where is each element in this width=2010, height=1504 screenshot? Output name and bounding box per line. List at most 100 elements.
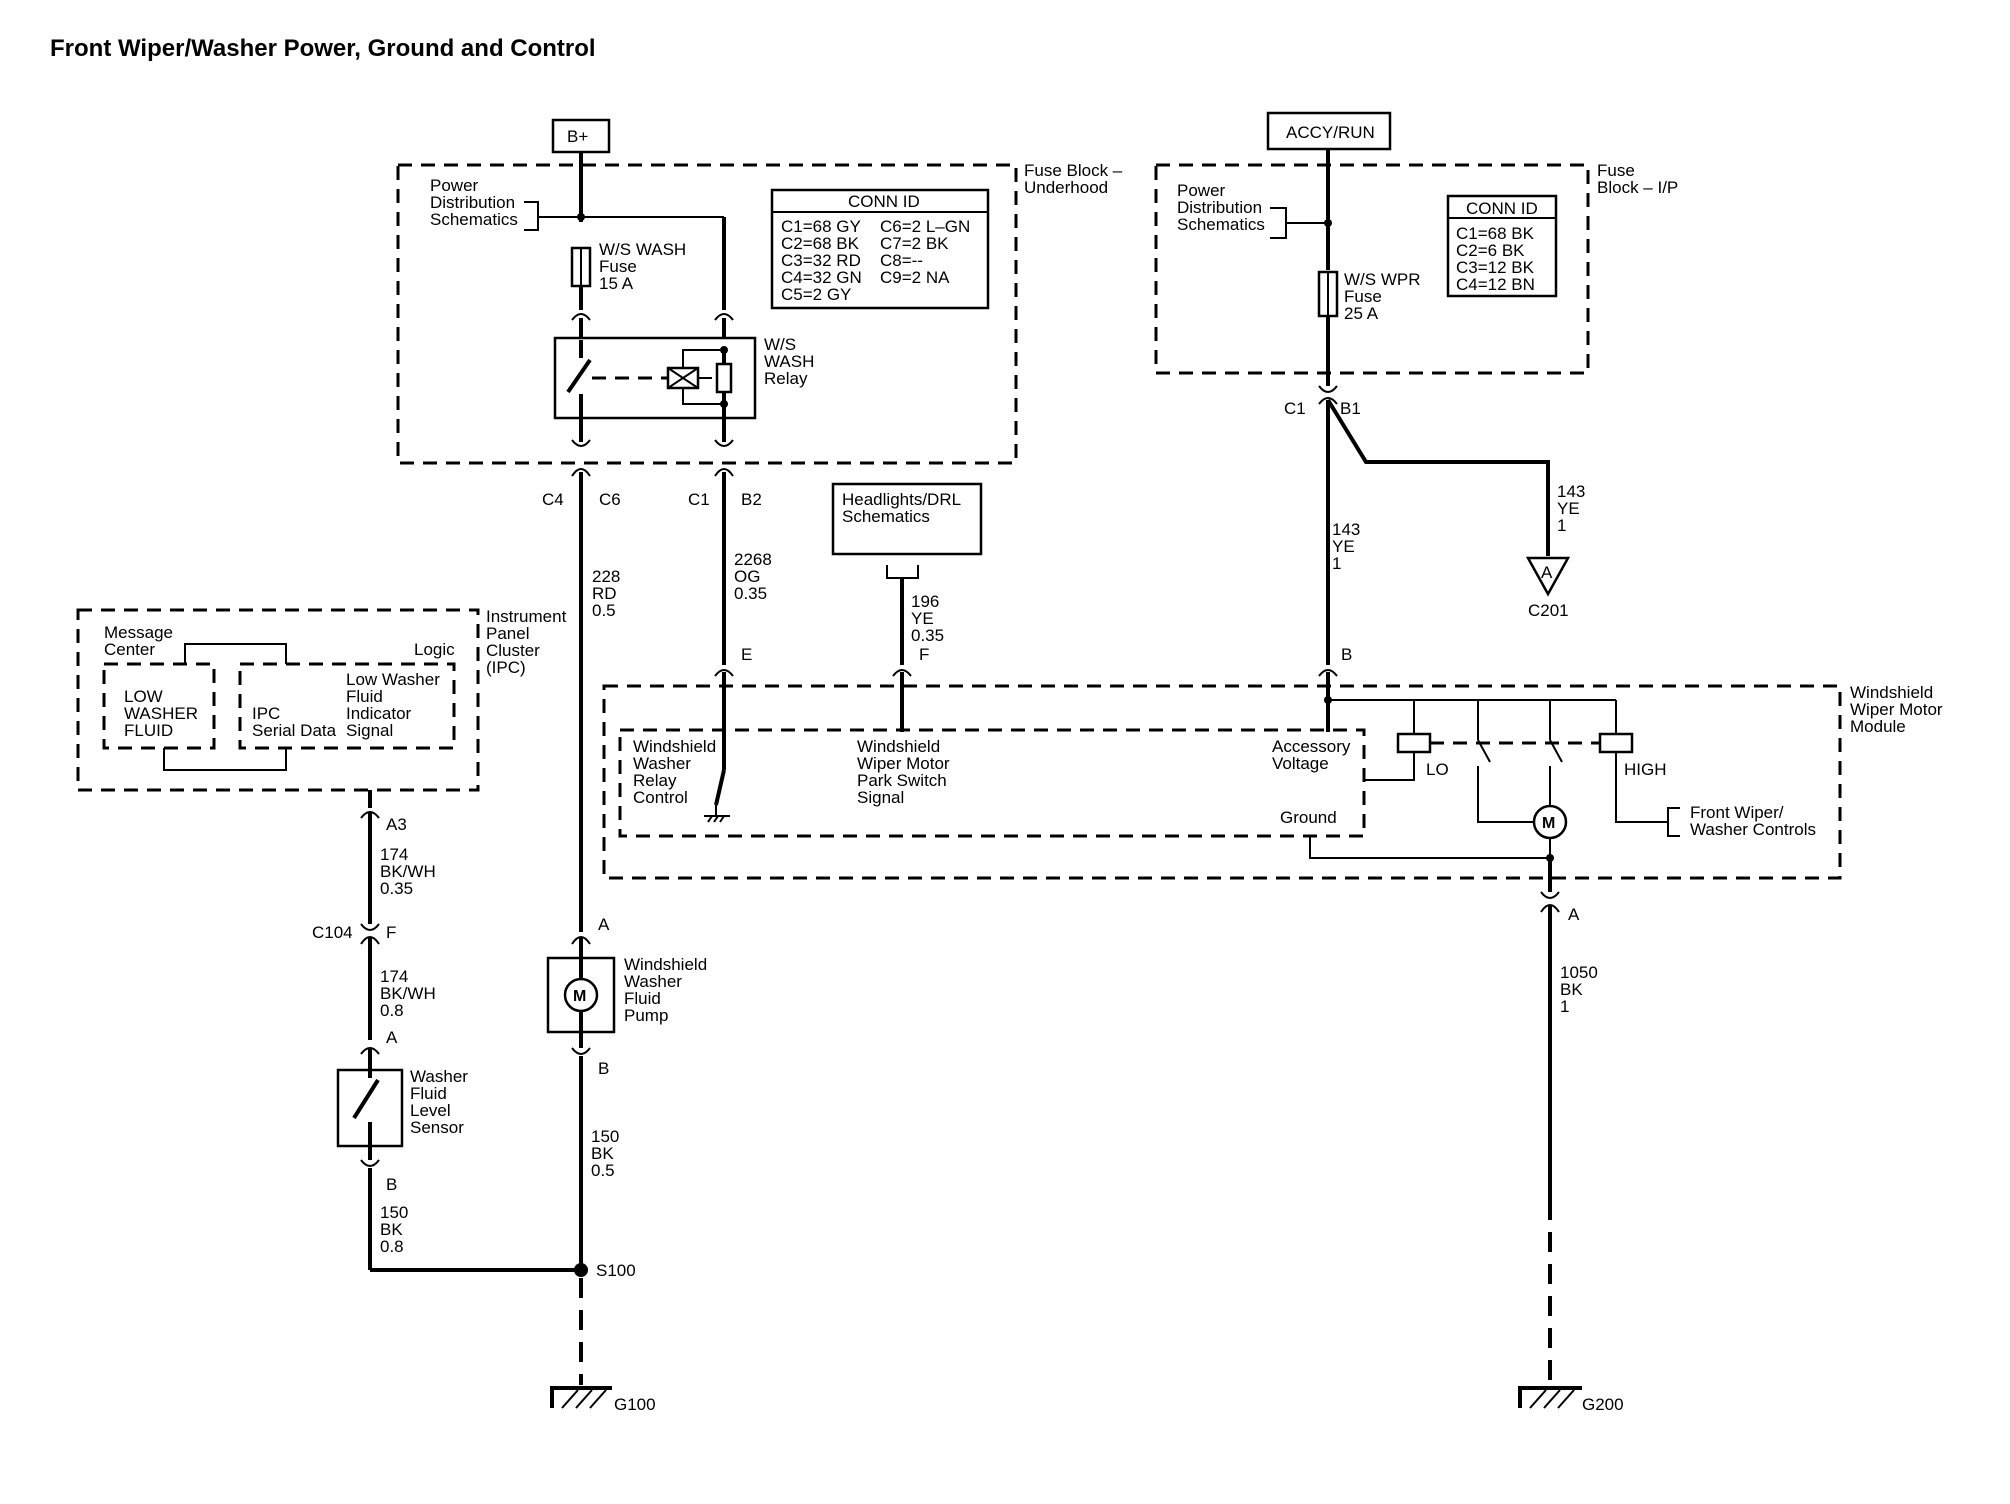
accy-run-power-source: ACCY/RUN bbox=[1266, 111, 1392, 151]
svg-text:C3=32 RD: C3=32 RD bbox=[781, 251, 861, 270]
sensor-conn-a: A bbox=[386, 1028, 398, 1047]
pump-conn-a: A bbox=[598, 915, 610, 934]
conn-id-table-ip: CONN ID C1=68 BK C2=6 BK C3=12 BK C4=12 … bbox=[1446, 194, 1558, 298]
svg-text:Front Wiper/: Front Wiper/ bbox=[1690, 803, 1784, 822]
svg-text:G200: G200 bbox=[1582, 1395, 1624, 1414]
svg-text:Pump: Pump bbox=[624, 1006, 668, 1025]
svg-text:Washer: Washer bbox=[624, 972, 682, 991]
svg-text:YE: YE bbox=[1332, 537, 1355, 556]
svg-text:C9=2 NA: C9=2 NA bbox=[880, 268, 950, 287]
svg-text:0.35: 0.35 bbox=[380, 879, 413, 898]
relay-control-ground-icon bbox=[704, 805, 730, 823]
svg-text:YE: YE bbox=[911, 609, 934, 628]
svg-text:(IPC): (IPC) bbox=[486, 658, 526, 677]
wire-174a-label: 174 BK/WH 0.35 bbox=[380, 845, 436, 898]
svg-text:Washer: Washer bbox=[633, 754, 691, 773]
svg-text:FLUID: FLUID bbox=[124, 721, 173, 740]
fuse-block-underhood-label-1: Fuse Block – bbox=[1024, 161, 1123, 180]
svg-text:Headlights/DRL: Headlights/DRL bbox=[842, 490, 961, 509]
high-relay-coil: HIGH bbox=[1598, 732, 1668, 823]
svg-text:Center: Center bbox=[104, 640, 155, 659]
svg-text:OG: OG bbox=[734, 567, 760, 586]
conn-c6: C6 bbox=[599, 490, 621, 509]
ipc-label: Instrument Panel Cluster (IPC) bbox=[486, 607, 567, 677]
conn-c1: C1 bbox=[688, 490, 710, 509]
conn-c104-f: F bbox=[386, 923, 396, 942]
svg-text:1: 1 bbox=[1560, 997, 1569, 1016]
svg-text:CONN ID: CONN ID bbox=[848, 192, 920, 211]
svg-text:LO: LO bbox=[1426, 760, 1449, 779]
svg-text:C4=12 BN: C4=12 BN bbox=[1456, 275, 1535, 294]
pump-conn-b: B bbox=[598, 1059, 609, 1078]
svg-text:C4=32 GN: C4=32 GN bbox=[781, 268, 862, 287]
wire-174b-label: 174 BK/WH 0.8 bbox=[380, 967, 436, 1020]
park-switch-label: Windshield Wiper Motor Park Switch Signa… bbox=[857, 737, 950, 807]
svg-text:Level: Level bbox=[410, 1101, 451, 1120]
svg-text:C2=68 BK: C2=68 BK bbox=[781, 234, 860, 253]
svg-text:Accessory: Accessory bbox=[1272, 737, 1351, 756]
pump-motor-icon: M bbox=[573, 988, 586, 1005]
svg-text:196: 196 bbox=[911, 592, 939, 611]
wire-150a-label: 150 BK 0.5 bbox=[591, 1127, 619, 1180]
svg-text:228: 228 bbox=[592, 567, 620, 586]
svg-text:C7=2 BK: C7=2 BK bbox=[880, 234, 949, 253]
svg-text:C5=2 GY: C5=2 GY bbox=[781, 285, 851, 304]
svg-text:Serial Data: Serial Data bbox=[252, 721, 337, 740]
svg-text:Windshield: Windshield bbox=[633, 737, 716, 756]
svg-text:143: 143 bbox=[1332, 520, 1360, 539]
svg-text:BK: BK bbox=[380, 1220, 403, 1239]
svg-text:2268: 2268 bbox=[734, 550, 772, 569]
fuse-block-ip-label-2: Block – I/P bbox=[1597, 178, 1678, 197]
accy-run-label: ACCY/RUN bbox=[1286, 123, 1375, 142]
diagram-title: Front Wiper/Washer Power, Ground and Con… bbox=[50, 35, 596, 62]
svg-text:Cluster: Cluster bbox=[486, 641, 540, 660]
svg-text:BK/WH: BK/WH bbox=[380, 862, 436, 881]
accessory-voltage-label: Accessory Voltage bbox=[1272, 737, 1351, 773]
svg-text:Schematics: Schematics bbox=[430, 210, 518, 229]
module-conn-a: A bbox=[1568, 905, 1580, 924]
front-wiper-controls-callout: Front Wiper/ Washer Controls bbox=[1667, 803, 1816, 839]
svg-text:Windshield: Windshield bbox=[1850, 683, 1933, 702]
conn-c104: C104 bbox=[312, 923, 353, 942]
ws-wpr-fuse: W/S WPR Fuse 25 A bbox=[1317, 270, 1421, 323]
svg-text:Relay: Relay bbox=[633, 771, 677, 790]
svg-text:BK/WH: BK/WH bbox=[380, 984, 436, 1003]
svg-text:Fuse: Fuse bbox=[599, 257, 637, 276]
svg-text:0.8: 0.8 bbox=[380, 1001, 404, 1020]
svg-text:BK: BK bbox=[1560, 980, 1583, 999]
sensor-conn-b: B bbox=[386, 1175, 397, 1194]
svg-text:Schematics: Schematics bbox=[1177, 215, 1265, 234]
svg-text:Schematics: Schematics bbox=[842, 507, 930, 526]
svg-text:Distribution: Distribution bbox=[430, 193, 515, 212]
fuse-block-underhood-label-2: Underhood bbox=[1024, 178, 1108, 197]
svg-text:Distribution: Distribution bbox=[1177, 198, 1262, 217]
svg-text:Low Washer: Low Washer bbox=[346, 670, 440, 689]
svg-text:0.8: 0.8 bbox=[380, 1237, 404, 1256]
svg-text:1: 1 bbox=[1557, 516, 1566, 535]
svg-text:25 A: 25 A bbox=[1344, 304, 1379, 323]
svg-text:Windshield: Windshield bbox=[624, 955, 707, 974]
svg-text:Fluid: Fluid bbox=[410, 1084, 447, 1103]
conn-b2: B2 bbox=[741, 490, 762, 509]
wire-2268-label: 2268 OG 0.35 bbox=[734, 550, 772, 603]
logic-label: Logic bbox=[414, 640, 455, 659]
svg-text:W/S: W/S bbox=[764, 335, 796, 354]
svg-text:Relay: Relay bbox=[764, 369, 808, 388]
wire-143-module-label: 143 YE 1 bbox=[1332, 520, 1360, 573]
svg-text:150: 150 bbox=[591, 1127, 619, 1146]
svg-text:Signal: Signal bbox=[346, 721, 393, 740]
message-center-box bbox=[102, 662, 216, 750]
svg-text:143: 143 bbox=[1557, 482, 1585, 501]
svg-text:Park Switch: Park Switch bbox=[857, 771, 947, 790]
svg-text:0.5: 0.5 bbox=[591, 1161, 615, 1180]
bplus-label: B+ bbox=[567, 127, 588, 146]
svg-text:Washer: Washer bbox=[410, 1067, 468, 1086]
svg-text:Signal: Signal bbox=[857, 788, 904, 807]
svg-text:0.35: 0.35 bbox=[911, 626, 944, 645]
message-center-label: Message Center bbox=[104, 623, 173, 659]
s100-label: S100 bbox=[596, 1261, 636, 1280]
svg-text:1050: 1050 bbox=[1560, 963, 1598, 982]
svg-text:C8=--: C8=-- bbox=[880, 251, 923, 270]
conn-id-table-underhood: CONN ID C1=68 GY C6=2 L–GN C2=68 BK C7=2… bbox=[770, 188, 990, 310]
conn-b: B bbox=[1341, 645, 1352, 664]
